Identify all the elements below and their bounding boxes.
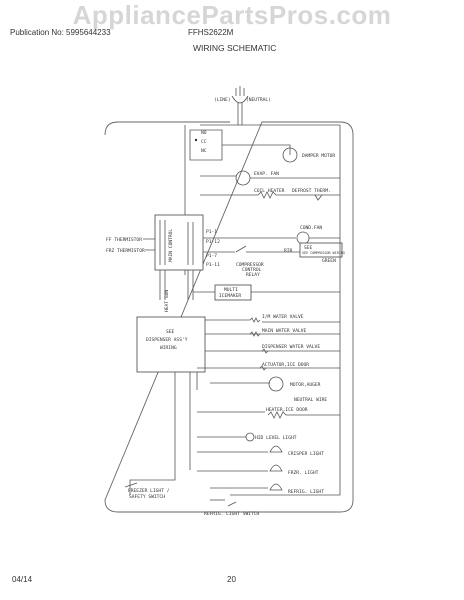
main-control-label: MAIN CONTROL [168, 229, 174, 262]
frzr-light-symbol [269, 464, 283, 472]
freezer-light-switch-symbol [124, 482, 138, 488]
cond-fan-label: COND.FAN [300, 225, 322, 231]
im-water-valve-symbol [249, 317, 261, 323]
main-water-valve-symbol [249, 331, 261, 337]
publication-number: Publication No: 5995644233 [10, 28, 111, 37]
dispenser-water-valve-label: DISPENSER WATER VALVE [262, 344, 320, 350]
coil-heater-symbol [257, 191, 277, 199]
dispenser-wiring-label: WIRING [160, 345, 177, 351]
rib-label: RIB [284, 248, 293, 254]
damper-contact-label: NO [201, 130, 207, 136]
motor-auger-label: MOTOR,AUGER [290, 382, 321, 388]
green-label: GREEN [322, 258, 336, 264]
coil-heater-label: COIL HEATER [254, 188, 285, 194]
main-control-box [154, 214, 204, 271]
ff-thermistor-label: FF THERMISTOR [106, 237, 142, 243]
icemaker-label: ICEMAKER [219, 293, 241, 299]
damper-motor-symbol [282, 147, 298, 163]
see-dispenser-label: SEE [166, 329, 175, 335]
pin-p1-1: P1-1 [206, 229, 217, 235]
refrig-light-symbol [269, 483, 283, 491]
line-label: (LINE) [214, 97, 231, 103]
multi-icemaker-box [214, 284, 252, 301]
dispenser-water-valve-symbol [261, 348, 269, 354]
heater-ice-door-label: HEATER,ICE DOOR [266, 407, 308, 413]
pin-p1-12: P1-12 [206, 239, 220, 245]
pin-p1-11: P1-11 [206, 262, 220, 268]
relay-contact [235, 245, 260, 253]
footer-date: 04/14 [12, 575, 33, 584]
page-number: 20 [227, 575, 236, 584]
plug-symbol [231, 86, 249, 104]
heat-gun-label: HEAT GUN [164, 290, 170, 312]
motor-auger-symbol [268, 376, 284, 392]
neutral-bus [230, 125, 341, 496]
dispenser-assy-label: DISPENSER ASS'Y [146, 337, 188, 343]
im-water-valve-label: I/M WATER VALVE [262, 314, 304, 320]
site-watermark: AppliancePartsPros.com [72, 0, 392, 30]
compressor-wiring-box [299, 242, 343, 258]
safety-switch-label: SAFETY SWITCH [129, 494, 165, 500]
svg-text:NC: NC [201, 148, 207, 154]
heater-ice-door-symbol [267, 411, 340, 419]
svg-text:CONTROL: CONTROL [242, 267, 262, 273]
neutral-wire-label: NEUTRAL WIRE [294, 397, 327, 403]
frz-thermistor-label: FRZ THERMISTOR [106, 248, 145, 254]
evap-fan-label: EVAP. FAN [254, 171, 279, 177]
defrost-therm-label: DEFROST THERM. [292, 188, 331, 194]
freezer-light-label: FREEZER LIGHT / [128, 488, 170, 494]
svg-text:RELAY: RELAY [246, 272, 260, 278]
model-number: FFHS2622M [188, 28, 234, 37]
compressor-wiring-label: SEE COMPRESSOR WIRING [302, 251, 345, 255]
refrig-light-label: REFRIG. LIGHT [288, 489, 324, 495]
dispenser-assembly-box [136, 316, 206, 373]
actuator-ice-door-symbol [259, 365, 267, 371]
multi-label: MULTI [224, 287, 238, 293]
refrig-light-switch-label: REFRIG. LIGHT SWITCH [204, 511, 260, 517]
refrig-light-switch-symbol [227, 501, 237, 507]
damper-motor-label: DAMPER MOTOR [302, 153, 335, 159]
hid-level-light-label: HID LEVEL LIGHT [255, 435, 297, 441]
neutral-label: (NEUTRAL) [246, 97, 271, 103]
crisper-light-symbol [269, 445, 283, 453]
main-water-valve-label: MAIN WATER VALVE [262, 328, 306, 334]
evap-fan-symbol [235, 170, 251, 186]
hid-level-light-symbol [245, 432, 255, 442]
actuator-ice-door-label: ACTUATOR,ICE DOOR [262, 362, 309, 368]
frzr-light-label: FRZR. LIGHT [288, 470, 319, 476]
compressor-relay-label: COMPRESSOR [236, 262, 264, 268]
svg-text:CC: CC [201, 139, 207, 145]
schematic-frame [104, 121, 354, 513]
see-compressor-label: SEE [304, 245, 313, 251]
cond-fan-symbol [296, 231, 310, 245]
pin-p1-7: P1-7 [206, 253, 217, 259]
crisper-light-label: CRISPER LIGHT [288, 451, 324, 457]
page-title: WIRING SCHEMATIC [193, 43, 277, 53]
